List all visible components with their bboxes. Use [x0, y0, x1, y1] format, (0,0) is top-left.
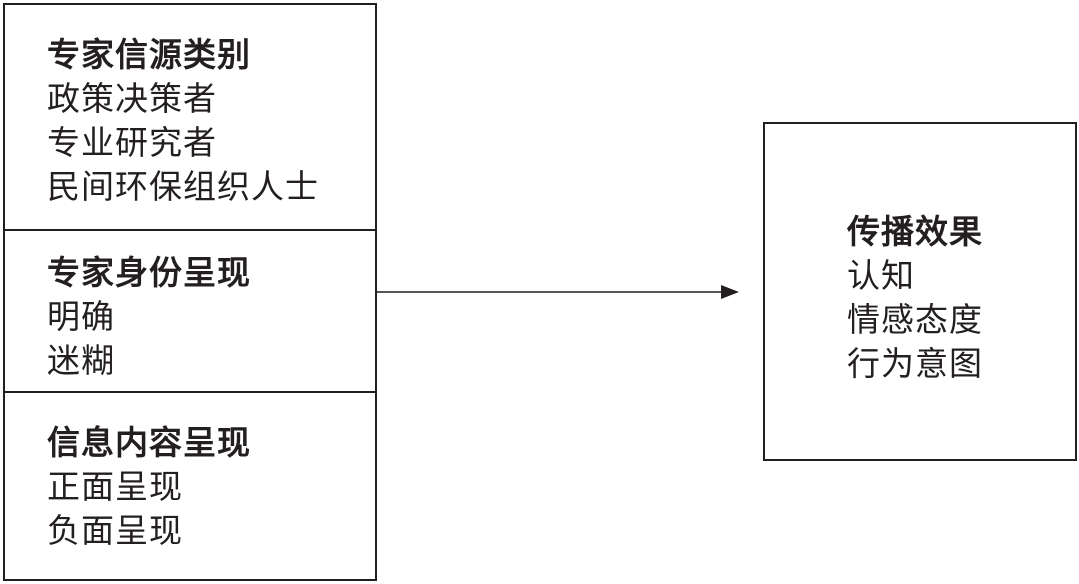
identity-item: 迷糊 [47, 341, 115, 380]
effect-item: 情感态度 [847, 300, 983, 339]
source-type-item: 政策决策者 [47, 79, 217, 118]
source-type-title: 专家信源类别 [47, 35, 251, 74]
effect-item: 认知 [847, 256, 915, 295]
content-item: 负面呈现 [47, 511, 183, 550]
identity-title: 专家身份呈现 [47, 253, 251, 292]
content-title: 信息内容呈现 [47, 423, 251, 462]
identity-section: 专家身份呈现 明确 迷糊 [5, 231, 375, 393]
effect-title: 传播效果 [847, 212, 983, 251]
source-type-item: 民间环保组织人士 [47, 167, 319, 206]
effect-item: 行为意图 [847, 344, 983, 383]
source-type-item: 专业研究者 [47, 123, 217, 162]
factors-box: 专家信源类别 政策决策者 专业研究者 民间环保组织人士 专家身份呈现 明确 迷糊… [3, 3, 377, 581]
arrow-connector [377, 285, 739, 299]
identity-item: 明确 [47, 297, 115, 336]
content-section: 信息内容呈现 正面呈现 负面呈现 [5, 393, 375, 579]
arrow-head [721, 285, 739, 299]
source-type-section: 专家信源类别 政策决策者 专业研究者 民间环保组织人士 [5, 5, 375, 231]
content-item: 正面呈现 [47, 467, 183, 506]
effect-box: 传播效果 认知 情感态度 行为意图 [763, 122, 1077, 461]
